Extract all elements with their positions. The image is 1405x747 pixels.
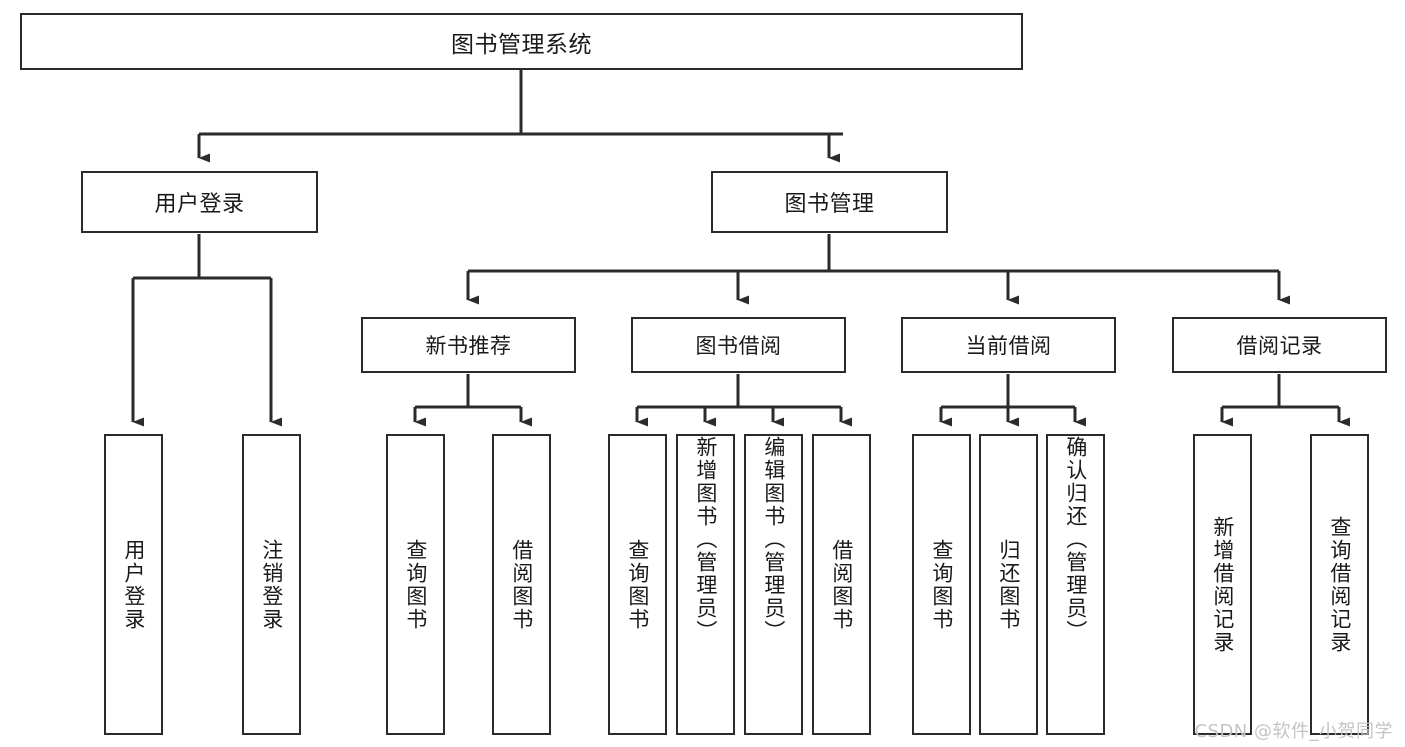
node-book-management[interactable]: 图书管理 [711,171,948,233]
leaf-add-book-admin[interactable]: 新增图书（管理员） [676,434,735,735]
leaf-borrow-book[interactable]: 借阅图书 [812,434,871,735]
node-label: 图书管理 [784,192,875,217]
leaf-add-borrow-record[interactable]: 新增借阅记录 [1193,434,1252,735]
leaf-query-borrow-record[interactable]: 查询借阅记录 [1310,434,1369,735]
node-label: 编辑图书（管理员） [761,436,786,643]
watermark-text: CSDN @软件_小贺同学 [1194,721,1393,742]
node-current-borrow[interactable]: 当前借阅 [901,317,1116,373]
node-new-book-recommend[interactable]: 新书推荐 [361,317,576,373]
node-label: 当前借阅 [965,334,1052,358]
node-label: 图书管理系统 [451,31,592,58]
node-label: 查询图书 [625,538,650,631]
node-label: 借阅图书 [509,538,534,631]
node-label: 查询借阅记录 [1327,515,1352,654]
node-user-login[interactable]: 用户登录 [81,171,318,233]
node-borrow-record[interactable]: 借阅记录 [1172,317,1387,373]
node-label: 用户登录 [154,192,245,217]
node-label: 查询图书 [403,538,428,631]
node-label: 查询图书 [929,538,954,631]
node-label: 归还图书 [996,538,1021,631]
node-book-borrow[interactable]: 图书借阅 [631,317,846,373]
leaf-edit-book-admin[interactable]: 编辑图书（管理员） [744,434,803,735]
node-label: 新书推荐 [425,334,512,358]
leaf-logout[interactable]: 注销登录 [242,434,301,735]
leaf-query-book-recommend[interactable]: 查询图书 [386,434,445,735]
node-label: 确认归还（管理员） [1063,436,1088,643]
node-label: 新增借阅记录 [1210,515,1235,654]
node-label: 注销登录 [259,538,284,631]
node-label: 图书借阅 [695,334,782,358]
leaf-return-book[interactable]: 归还图书 [979,434,1038,735]
node-book-management-system[interactable]: 图书管理系统 [20,13,1023,70]
leaf-borrow-book-recommend[interactable]: 借阅图书 [492,434,551,735]
node-label: 借阅图书 [829,538,854,631]
node-label: 借阅记录 [1236,334,1323,358]
node-label: 用户登录 [121,538,146,631]
leaf-user-login[interactable]: 用户登录 [104,434,163,735]
leaf-query-book-borrow[interactable]: 查询图书 [608,434,667,735]
leaf-confirm-return-admin[interactable]: 确认归还（管理员） [1046,434,1105,735]
node-label: 新增图书（管理员） [693,436,718,643]
leaf-query-book-current[interactable]: 查询图书 [912,434,971,735]
